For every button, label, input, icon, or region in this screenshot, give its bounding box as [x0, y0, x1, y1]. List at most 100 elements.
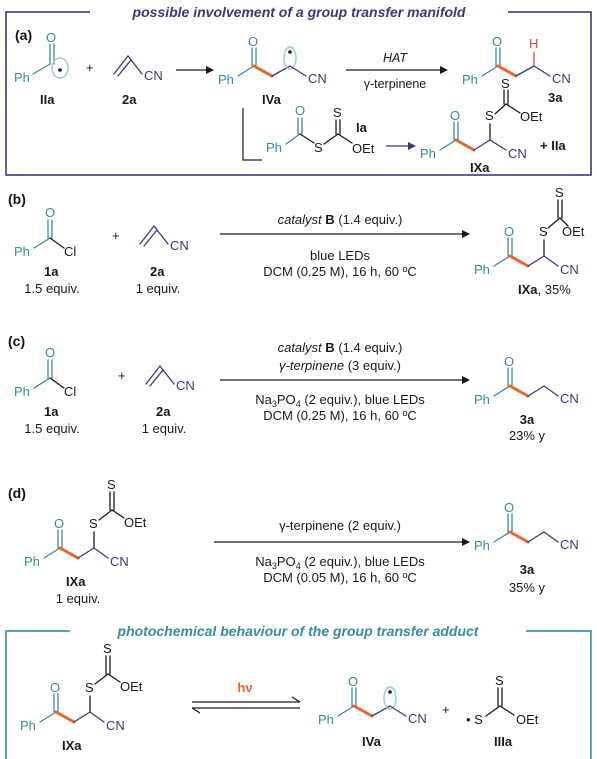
yield-3a-c: 23% y	[509, 428, 546, 443]
molecule-3a-c: Ph O CN 3a 23% y	[474, 354, 579, 443]
o-label: O	[54, 516, 64, 531]
label-IIa: IIa	[40, 92, 55, 107]
s-label: S	[555, 185, 564, 200]
terpinene-label: γ-terpinene	[364, 77, 427, 91]
label-IXa-e: IXa	[62, 738, 82, 753]
equiv-1a-c: 1.5 equiv.	[24, 421, 79, 436]
label-IXa-a: IXa	[470, 160, 490, 175]
cn-label: CN	[408, 711, 427, 726]
ph-label: Ph	[474, 262, 490, 277]
oet-label: OEt	[352, 141, 375, 156]
plus-sign: +	[118, 368, 126, 383]
radical-orbital	[283, 46, 297, 70]
cn-label: CN	[110, 554, 129, 569]
cond-c-1: Na3PO4 (2 equiv.), blue LEDs	[255, 392, 425, 409]
cond-b-2: DCM (0.25 M), 16 h, 60 ºC	[263, 264, 417, 279]
equiv-2a-b: 1 equiv.	[136, 281, 181, 296]
ph-label: Ph	[20, 718, 36, 733]
branch-line	[242, 108, 262, 161]
oet-label: OEt	[516, 712, 539, 727]
arrowhead-hat	[440, 66, 448, 74]
o-label: O	[50, 680, 60, 695]
o-label: O	[492, 34, 502, 49]
cond-b-1: blue LEDs	[310, 248, 370, 263]
eq-arrowhead-back	[191, 707, 201, 714]
molecule-3a-a: Ph O H CN 3a	[462, 34, 571, 105]
cn-label: CN	[176, 378, 195, 393]
yield-3a-d: 35% y	[509, 580, 546, 595]
cn-label: CN	[560, 262, 579, 277]
cond-c-2: DCM (0.25 M), 16 h, 60 ºC	[263, 408, 417, 423]
panel-b-letter: (b)	[8, 191, 26, 207]
cl-label: Cl	[64, 244, 76, 259]
molecule-IIIa: • S S OEt IIIa	[466, 673, 539, 749]
label-2a: 2a	[122, 92, 137, 107]
plus-sign: +	[86, 60, 94, 75]
o-label: O	[348, 674, 358, 689]
radical-dot	[58, 68, 62, 72]
label-3a-d: 3a	[520, 562, 535, 577]
panel-a-header-bg	[90, 3, 508, 21]
catalyst-label-c: catalyst B (1.4 equiv.)	[278, 340, 403, 355]
s-label: S	[485, 108, 494, 123]
label-3a: 3a	[548, 90, 563, 105]
molecule-1a-c: Ph O Cl 1a 1.5 equiv.	[14, 345, 80, 436]
equiv-2a-c: 1 equiv.	[142, 421, 187, 436]
ph-label: Ph	[14, 384, 30, 399]
oet-label: OEt	[520, 109, 543, 124]
arrowhead-a1	[206, 66, 214, 74]
molecule-IXa-b: Ph O S S OEt CN IXa, 35%	[474, 185, 585, 297]
molecule-IVa-e: Ph O CN IVa	[318, 674, 427, 749]
arrowhead-b	[462, 230, 470, 238]
panel-a-header: possible involvement of a group transfer…	[132, 4, 466, 20]
equiv-IXa-d: 1 equiv.	[56, 591, 101, 606]
s-label: S	[85, 680, 94, 695]
o-label: O	[46, 30, 56, 45]
label-1a-c: 1a	[44, 404, 59, 419]
panel-a-frame	[5, 11, 592, 176]
ph-label: Ph	[474, 538, 490, 553]
panel-c: (c) Ph O Cl 1a 1.5 equiv. + CN 2a 1 equi…	[8, 333, 579, 443]
s-label: S	[89, 516, 98, 531]
arrowhead-a2	[408, 142, 416, 150]
ph-label: Ph	[218, 72, 234, 87]
o-label: O	[295, 103, 305, 118]
ph-label: Ph	[462, 72, 478, 87]
o-label: O	[45, 205, 55, 220]
molecule-2a-a: CN 2a	[113, 55, 163, 107]
molecule-Ia: Ph O S S OEt Ia	[266, 103, 375, 156]
radical-orbital	[383, 686, 397, 710]
cn-label: CN	[552, 71, 571, 86]
label-1a-b: 1a	[44, 264, 59, 279]
ph-label: Ph	[24, 554, 40, 569]
label-IVa: IVa	[262, 92, 282, 107]
panel-e: photochemical behaviour of the group tra…	[5, 622, 592, 759]
cn-label: CN	[106, 718, 125, 733]
eq-arrowhead-forward	[291, 696, 301, 703]
plus-IIa: + IIa	[540, 138, 566, 153]
ph-label: Ph	[266, 140, 282, 155]
cond-d-1: Na3PO4 (2 equiv.), blue LEDs	[255, 554, 425, 571]
panel-e-header-bg	[70, 622, 526, 640]
label-2a-c: 2a	[156, 404, 171, 419]
label-Ia: Ia	[356, 120, 368, 135]
molecule-IXa-e: Ph O S S OEt CN IXa	[20, 641, 143, 753]
oet-label: OEt	[124, 515, 147, 530]
s-label: S	[333, 105, 342, 120]
panel-b: (b) Ph O Cl 1a 1.5 equiv. + CN 2a 1 equi…	[8, 185, 585, 297]
cn-label: CN	[560, 391, 579, 406]
ph-label: Ph	[318, 712, 334, 727]
label-IXa-b: IXa, 35%	[518, 282, 571, 297]
ph-label: Ph	[14, 244, 30, 259]
ph-label: Ph	[14, 70, 30, 85]
cn-label: CN	[170, 238, 189, 253]
molecule-2a-c: CN 2a 1 equiv.	[142, 365, 195, 436]
molecule-1a-b: Ph O Cl 1a 1.5 equiv.	[14, 205, 80, 296]
panel-d-letter: (d)	[8, 485, 26, 501]
o-label: O	[248, 34, 258, 49]
molecule-IXa-a: Ph O S S OEt CN IXa	[420, 76, 543, 175]
o-label: O	[450, 108, 460, 123]
cn-label: CN	[508, 146, 527, 161]
panel-c-letter: (c)	[8, 333, 25, 349]
